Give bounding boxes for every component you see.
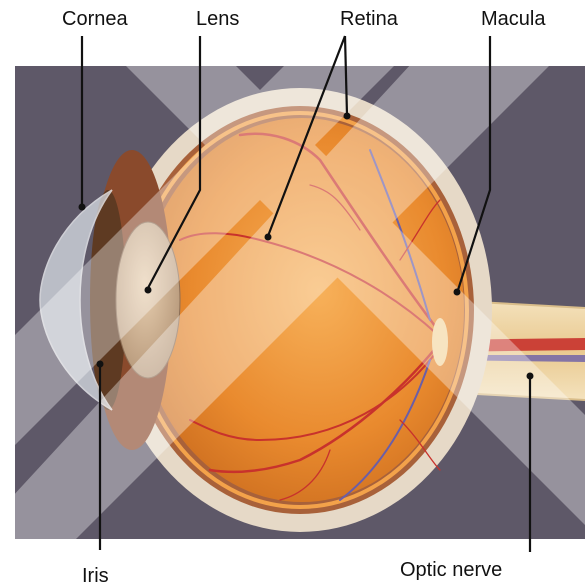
label-iris: Iris [82,566,109,586]
label-lens: Lens [196,9,239,29]
label-macula: Macula [481,9,545,29]
label-optic-nerve: Optic nerve [400,560,502,580]
label-retina: Retina [340,9,398,29]
label-cornea: Cornea [62,9,128,29]
